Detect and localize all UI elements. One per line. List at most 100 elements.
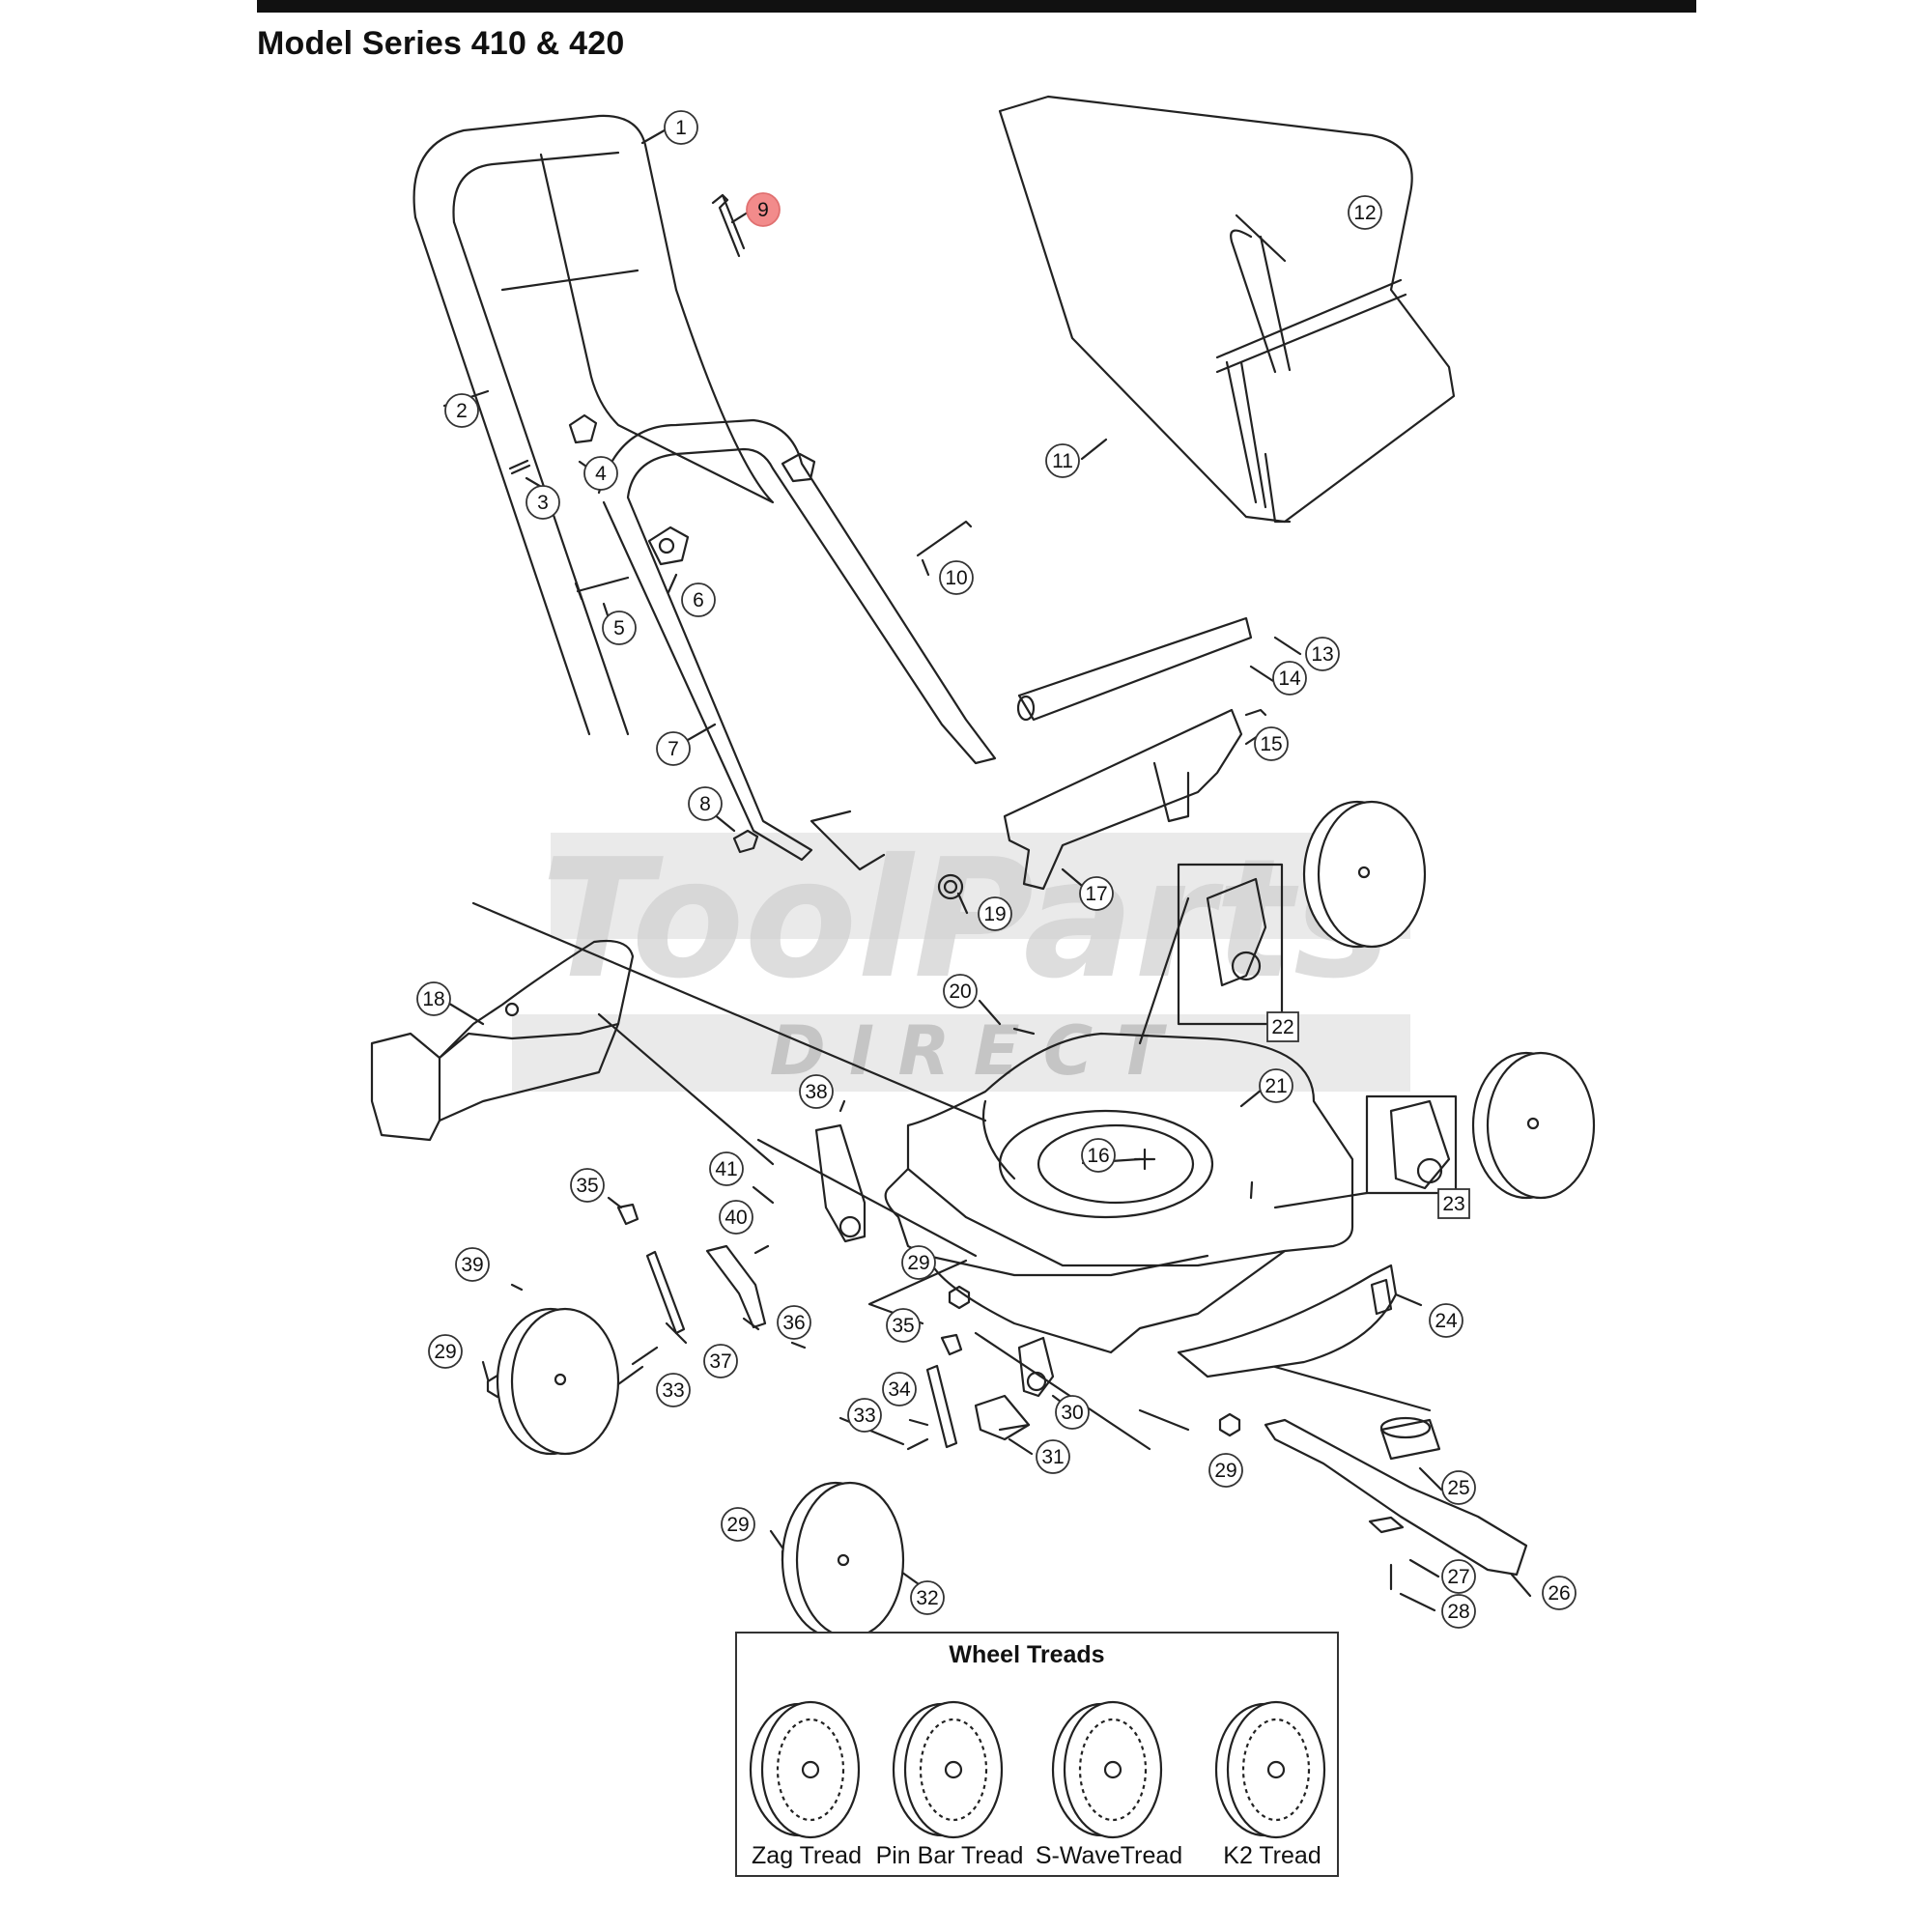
upper-handle xyxy=(412,114,775,504)
callout-14: 14 xyxy=(1272,661,1307,696)
callout-25: 25 xyxy=(1441,1470,1476,1505)
callout-33: 33 xyxy=(847,1398,882,1433)
callout-label: 31 xyxy=(1041,1446,1064,1468)
callout-19: 19 xyxy=(978,896,1012,931)
callout-label: 2 xyxy=(456,400,468,422)
callout-label: 27 xyxy=(1447,1566,1469,1588)
callout-label: 17 xyxy=(1085,883,1107,905)
callout-10: 10 xyxy=(939,560,974,595)
callout-38: 38 xyxy=(799,1074,834,1109)
front-left-wheel xyxy=(781,1481,905,1639)
callout-label: 7 xyxy=(668,738,679,760)
callout-28: 28 xyxy=(1441,1594,1476,1629)
callout-16: 16 xyxy=(1081,1138,1116,1173)
tread-wheel-4 xyxy=(1214,1700,1326,1839)
tread-wheel-1 xyxy=(749,1700,861,1839)
callout-9: 9 xyxy=(746,192,781,227)
callout-label: 36 xyxy=(782,1312,805,1334)
header-bar xyxy=(257,0,1696,13)
callout-32: 32 xyxy=(910,1580,945,1615)
rear-right-wheel xyxy=(1302,800,1427,949)
callout-30: 30 xyxy=(1055,1395,1090,1430)
callout-label: 35 xyxy=(892,1315,914,1337)
callout-label: 35 xyxy=(576,1175,598,1197)
callout-label: 41 xyxy=(715,1158,737,1180)
callout-41: 41 xyxy=(709,1151,744,1186)
callout-40: 40 xyxy=(719,1200,753,1235)
callout-5: 5 xyxy=(602,611,637,645)
callout-15: 15 xyxy=(1254,726,1289,761)
callout-29: 29 xyxy=(901,1245,936,1280)
callout-label: 18 xyxy=(422,988,444,1010)
callout-23: 23 xyxy=(1437,1188,1470,1219)
callout-4: 4 xyxy=(583,456,618,491)
tread-wheel-2 xyxy=(892,1700,1004,1839)
callout-label: 29 xyxy=(1214,1460,1236,1482)
callout-label: 28 xyxy=(1447,1601,1469,1623)
callout-label: 4 xyxy=(595,463,607,485)
callout-label: 33 xyxy=(853,1405,875,1427)
callout-label: 23 xyxy=(1442,1193,1464,1215)
callout-label: 19 xyxy=(983,903,1006,925)
callout-26: 26 xyxy=(1542,1576,1577,1610)
callout-27: 27 xyxy=(1441,1559,1476,1594)
callout-label: 37 xyxy=(709,1350,731,1373)
callout-33: 33 xyxy=(656,1373,691,1407)
callout-label: 29 xyxy=(434,1341,456,1363)
callout-label: 6 xyxy=(693,589,704,611)
tread-label: Pin Bar Tread xyxy=(876,1842,1024,1869)
page-title: Model Series 410 & 420 xyxy=(257,25,625,62)
callout-label: 9 xyxy=(757,199,769,221)
wheels xyxy=(496,800,1596,1639)
callout-22: 22 xyxy=(1266,1011,1299,1042)
callout-2: 2 xyxy=(444,393,479,428)
callout-label: 34 xyxy=(888,1378,911,1401)
grass-bag xyxy=(998,95,1456,524)
callout-8: 8 xyxy=(688,786,723,821)
callout-11: 11 xyxy=(1045,443,1080,478)
tread-wheel-3 xyxy=(1051,1700,1163,1839)
callout-36: 36 xyxy=(777,1305,811,1340)
tread-label: K2 Tread xyxy=(1223,1842,1321,1869)
callout-1: 1 xyxy=(664,110,698,145)
callout-29: 29 xyxy=(1208,1453,1243,1488)
part-callouts: 1234567891011121314151617181920212223242… xyxy=(416,110,1577,1629)
callout-label: 8 xyxy=(699,793,711,815)
callout-label: 12 xyxy=(1353,202,1376,224)
callout-label: 40 xyxy=(724,1207,747,1229)
callout-label: 38 xyxy=(805,1081,827,1103)
callout-label: 14 xyxy=(1278,668,1301,690)
callout-label: 20 xyxy=(949,980,971,1003)
callout-label: 13 xyxy=(1311,643,1333,666)
watermark-line2: D I R E C T xyxy=(770,1011,1168,1091)
callout-label: 25 xyxy=(1447,1477,1469,1499)
callout-label: 24 xyxy=(1435,1310,1458,1332)
callout-3: 3 xyxy=(526,485,560,520)
callout-label: 16 xyxy=(1087,1145,1109,1167)
tread-label: Zag Tread xyxy=(752,1842,862,1869)
callout-34: 34 xyxy=(882,1372,917,1406)
callout-label: 30 xyxy=(1061,1402,1083,1424)
front-right-wheel xyxy=(1471,1051,1596,1200)
callout-17: 17 xyxy=(1079,876,1114,911)
callout-label: 3 xyxy=(537,492,549,514)
rear-deflector xyxy=(370,1032,441,1142)
callout-35: 35 xyxy=(570,1168,605,1203)
callout-label: 5 xyxy=(613,617,625,639)
callout-35: 35 xyxy=(886,1308,921,1343)
callout-37: 37 xyxy=(703,1344,738,1378)
callout-29: 29 xyxy=(721,1507,755,1542)
callout-label: 33 xyxy=(662,1379,684,1402)
callout-12: 12 xyxy=(1348,195,1382,230)
rear-left-wheel xyxy=(496,1307,620,1456)
callout-20: 20 xyxy=(943,974,978,1009)
callout-39: 39 xyxy=(455,1247,490,1282)
callout-29: 29 xyxy=(428,1334,463,1369)
callout-label: 15 xyxy=(1260,733,1282,755)
callout-7: 7 xyxy=(656,731,691,766)
callout-24: 24 xyxy=(1429,1303,1463,1338)
callout-13: 13 xyxy=(1305,637,1340,671)
callout-label: 32 xyxy=(916,1587,938,1609)
